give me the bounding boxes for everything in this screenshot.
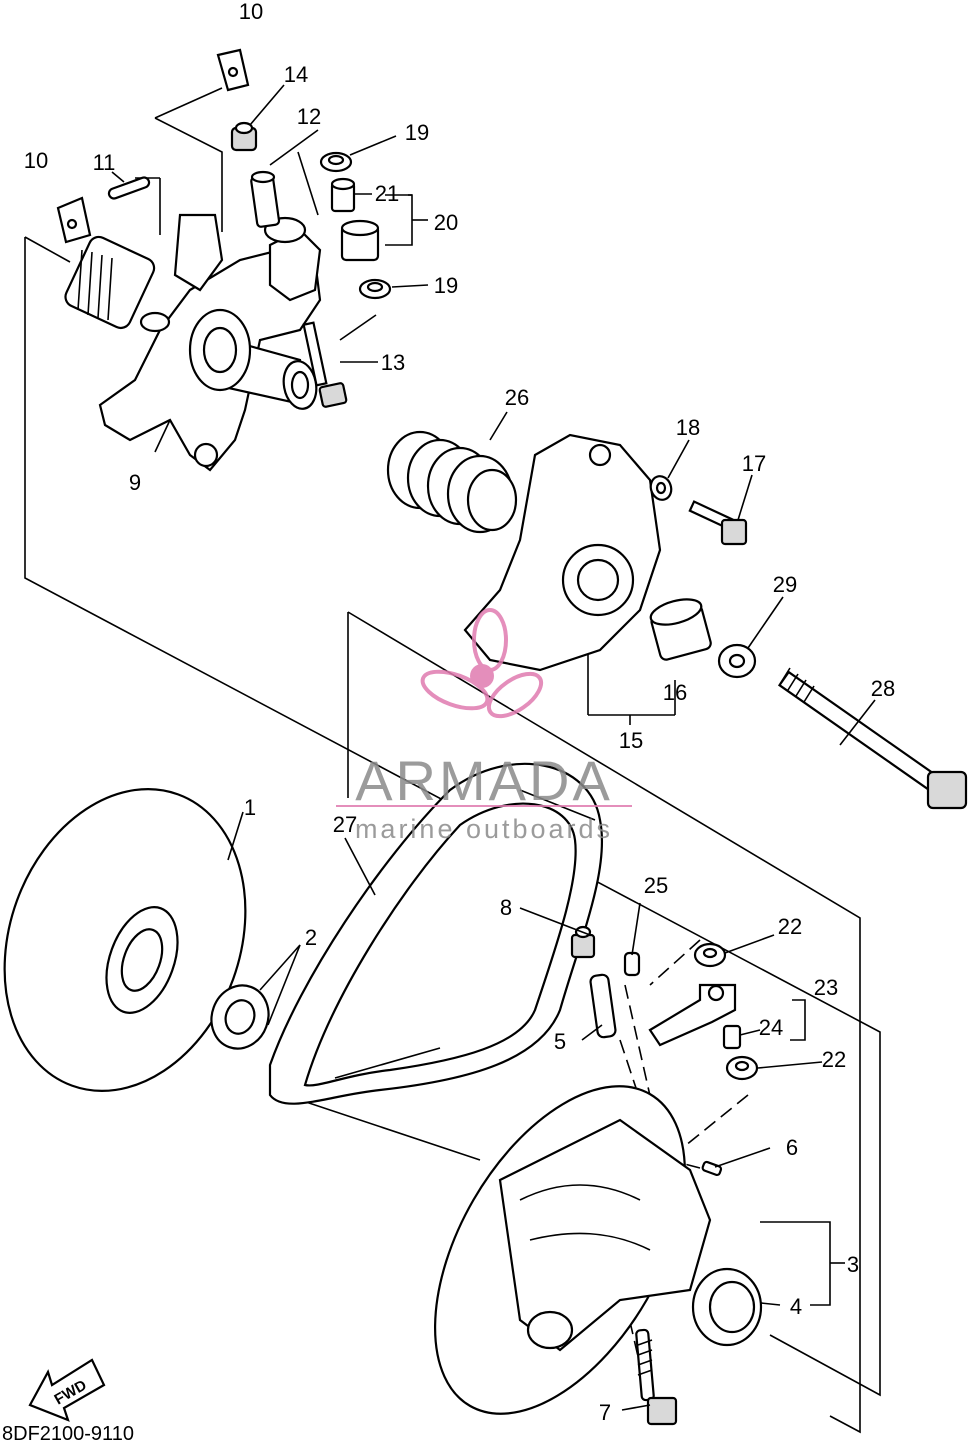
part-23-lever <box>648 983 737 1047</box>
callout-21: 21 <box>375 181 399 206</box>
watermark-tagline: marine outboards <box>355 814 613 844</box>
part-16-bushing <box>649 598 712 661</box>
part-17-bolt <box>688 500 748 546</box>
part-13-bolt <box>302 321 348 408</box>
part-25-pin <box>623 951 641 977</box>
callout-9: 9 <box>129 470 141 495</box>
part-12-sleeve <box>250 170 281 228</box>
part-19-washer-upper <box>319 151 353 173</box>
callout-12: 12 <box>297 104 321 129</box>
callout-13: 13 <box>381 350 405 375</box>
callout-8: 8 <box>500 895 512 920</box>
part-28-bolt <box>777 667 968 810</box>
part-19-washer-lower <box>358 278 392 300</box>
part-4-seal <box>691 1267 763 1347</box>
watermark-brand: ARMADA <box>355 749 613 812</box>
callout-labels: 1 2 3 4 5 6 7 8 9 10 10 11 12 13 14 15 1… <box>24 0 895 1425</box>
part-6-screw <box>701 1160 723 1177</box>
propeller-logo-icon <box>420 608 544 719</box>
callout-26: 26 <box>505 385 529 410</box>
part-29-washer <box>717 643 757 679</box>
part-26-spring <box>386 430 518 534</box>
fwd-direction-arrow: FWD <box>28 1358 106 1422</box>
callout-27: 27 <box>333 812 357 837</box>
callout-4: 4 <box>790 1294 802 1319</box>
callout-19-upper: 19 <box>405 120 429 145</box>
callout-10-left: 10 <box>24 148 48 173</box>
drawing-code: 8DF2100-9110 <box>2 1423 134 1445</box>
part-10-clip-left <box>56 196 92 244</box>
callout-2: 2 <box>305 925 317 950</box>
callout-6: 6 <box>786 1135 798 1160</box>
callout-23: 23 <box>814 975 838 1000</box>
part-8-grease-nipple <box>570 925 596 959</box>
part-7-bolt <box>635 1328 678 1426</box>
callout-15: 15 <box>619 728 643 753</box>
callout-16: 16 <box>663 680 687 705</box>
callout-11: 11 <box>93 150 116 175</box>
part-9-bracket-assembly <box>64 213 322 472</box>
watermark: ARMADA marine outboards <box>336 608 632 844</box>
leader-lines <box>111 84 876 1411</box>
part-5-pin <box>589 973 617 1039</box>
part-20-collar <box>340 219 380 262</box>
part-3-sheave-housing <box>434 1085 712 1415</box>
callout-22-lower: 22 <box>822 1047 846 1072</box>
part-11-pin <box>107 176 151 200</box>
callout-17: 17 <box>742 451 766 476</box>
part-22-washer-lower <box>725 1055 759 1081</box>
part-14-nut <box>230 121 258 152</box>
callout-20: 20 <box>434 210 458 235</box>
part-15-sheave-assembly <box>463 433 662 672</box>
part-2-bushing <box>210 984 270 1050</box>
callout-19-lower: 19 <box>434 273 458 298</box>
part-10-clip-upper <box>216 48 250 92</box>
callout-1: 1 <box>244 795 256 820</box>
callout-24: 24 <box>759 1015 783 1040</box>
callout-3: 3 <box>847 1252 859 1277</box>
part-27-belt <box>268 762 604 1105</box>
callout-10-upper: 10 <box>239 0 263 24</box>
part-21-bushing <box>330 177 356 213</box>
part-24-bushing <box>722 1024 742 1050</box>
callout-5: 5 <box>554 1029 566 1054</box>
part-1-sheave-disc <box>3 788 247 1092</box>
callout-25: 25 <box>644 873 668 898</box>
part-18-washer <box>649 475 673 501</box>
callout-22-upper: 22 <box>778 914 802 939</box>
callout-18: 18 <box>676 415 700 440</box>
callout-29: 29 <box>773 572 797 597</box>
part-22-washer-upper <box>693 942 727 968</box>
callout-14: 14 <box>284 62 308 87</box>
callout-7: 7 <box>599 1400 611 1425</box>
callout-28: 28 <box>871 676 895 701</box>
